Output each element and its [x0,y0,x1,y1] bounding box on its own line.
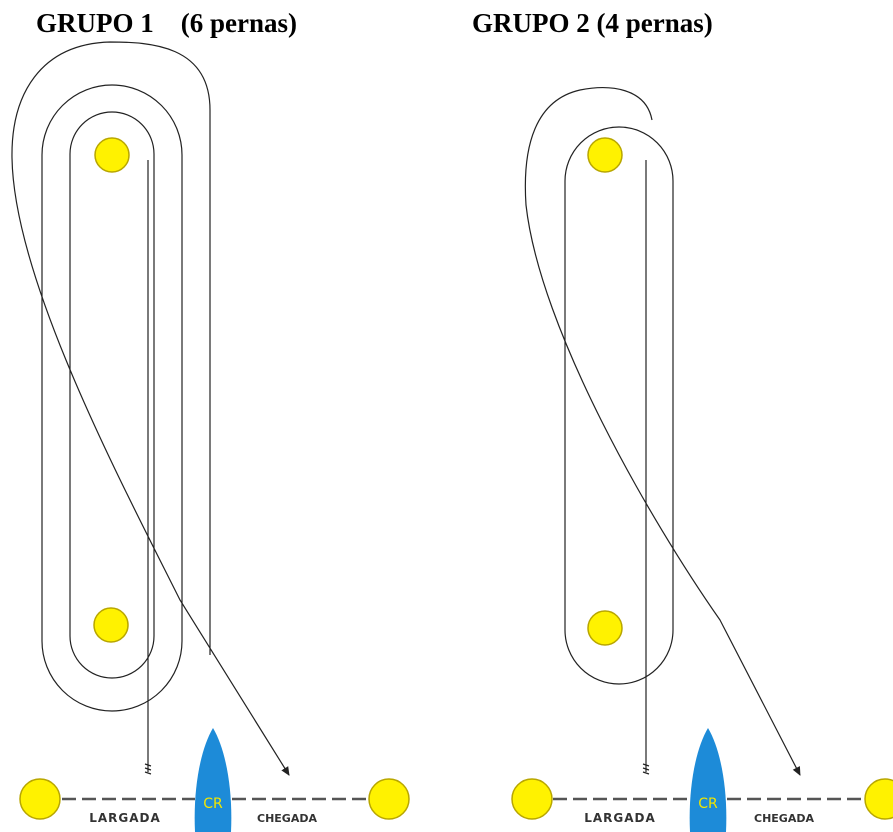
group-2-top-mark [587,137,623,173]
group-1-boat-label: CR [203,796,223,812]
group-2-start-label: LARGADA [584,811,656,825]
group-1-start-label: LARGADA [89,811,161,825]
group-2-boat-label: CR [698,796,718,812]
group-1-title: GRUPO 1 (6 pernas) [36,8,297,38]
group-2-committee-boat [689,728,727,832]
group-1-finish-mark [368,778,410,820]
group-1-pin-mark [19,778,61,820]
group-1-bottom-mark [93,607,129,643]
group-1-finish-label: CHEGADA [257,812,317,825]
group-2-outer-loop [524,87,801,776]
group-2-inner-loop [564,126,674,685]
group-2-course [524,87,865,801]
group-1-inner-loop [69,111,155,679]
group-2-bottom-mark [587,610,623,646]
group-2-finish-label: CHEGADA [754,812,814,825]
group-1-middle-loop [41,84,183,712]
group-1-committee-boat [194,728,232,832]
group-2-finish-mark [864,778,893,820]
group-1-outer-loop [11,41,290,776]
group-1-start-tick [144,763,152,775]
group-2-title: GRUPO 2 (4 pernas) [472,8,713,38]
group-1-top-mark [94,137,130,173]
group-1-course [11,41,370,801]
group-2-start-tick [642,763,650,775]
group-2-pin-mark [511,778,553,820]
